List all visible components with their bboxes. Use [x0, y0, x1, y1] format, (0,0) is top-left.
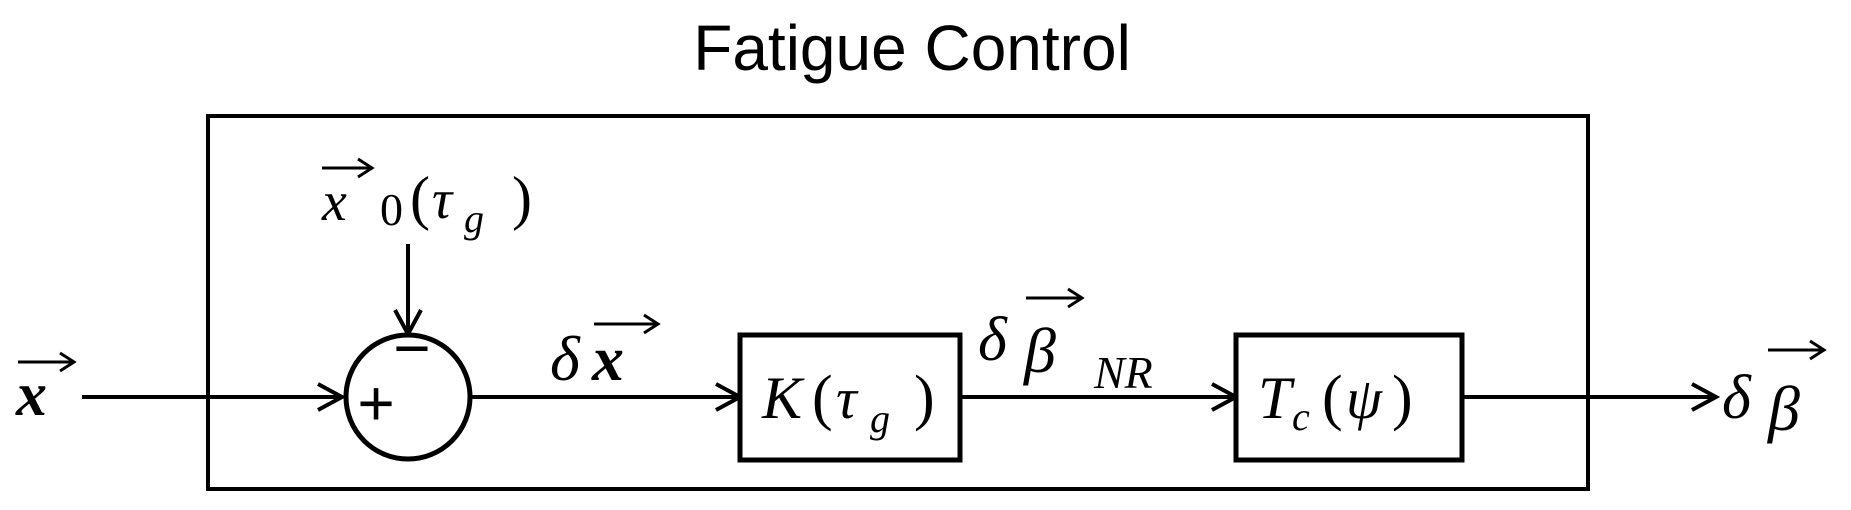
- svg-text:β: β: [1022, 315, 1056, 386]
- fatigue-control-frame: [206, 114, 1590, 491]
- svg-text:β: β: [1766, 373, 1800, 444]
- output-arrow: [1462, 382, 1721, 412]
- input-signal-label: x: [15, 351, 77, 429]
- k-output-label: δ β NR: [978, 287, 1153, 398]
- output-signal-label: δ β: [1722, 339, 1827, 444]
- svg-text:): ): [512, 165, 532, 231]
- svg-text:ψ: ψ: [1346, 366, 1383, 431]
- input-arrow: [82, 382, 347, 412]
- svg-text:δ: δ: [550, 323, 581, 394]
- svg-text:δ: δ: [1722, 364, 1752, 432]
- svg-text:τ: τ: [432, 169, 454, 231]
- transform-block-tc: T c ( ψ ): [1233, 332, 1465, 463]
- error-signal-label: δ x: [550, 313, 661, 394]
- svg-text:τ: τ: [836, 366, 859, 431]
- reference-signal-label: x 0 ( τ g ): [321, 157, 532, 241]
- svg-text:K: K: [761, 365, 805, 431]
- svg-text:δ: δ: [978, 306, 1008, 374]
- controller-block-k: K ( τ g ): [737, 332, 963, 463]
- plus-sign: +: [357, 367, 394, 439]
- svg-text:): ): [1392, 364, 1413, 432]
- svg-text:): ): [914, 364, 935, 432]
- svg-text:(: (: [410, 165, 430, 231]
- svg-text:g: g: [464, 196, 484, 241]
- svg-text:x: x: [321, 171, 347, 233]
- svg-text:0: 0: [380, 184, 403, 235]
- svg-text:x: x: [15, 361, 47, 429]
- summing-junction: + −: [343, 312, 473, 462]
- minus-sign: −: [393, 312, 430, 384]
- svg-text:c: c: [1292, 394, 1310, 439]
- svg-text:g: g: [870, 396, 890, 441]
- svg-text:x: x: [591, 323, 624, 394]
- diagram-title: Fatigue Control: [693, 12, 1131, 84]
- svg-text:NR: NR: [1093, 347, 1153, 398]
- svg-text:(: (: [812, 364, 833, 432]
- svg-text:T: T: [1258, 365, 1295, 431]
- svg-text:(: (: [1322, 364, 1343, 432]
